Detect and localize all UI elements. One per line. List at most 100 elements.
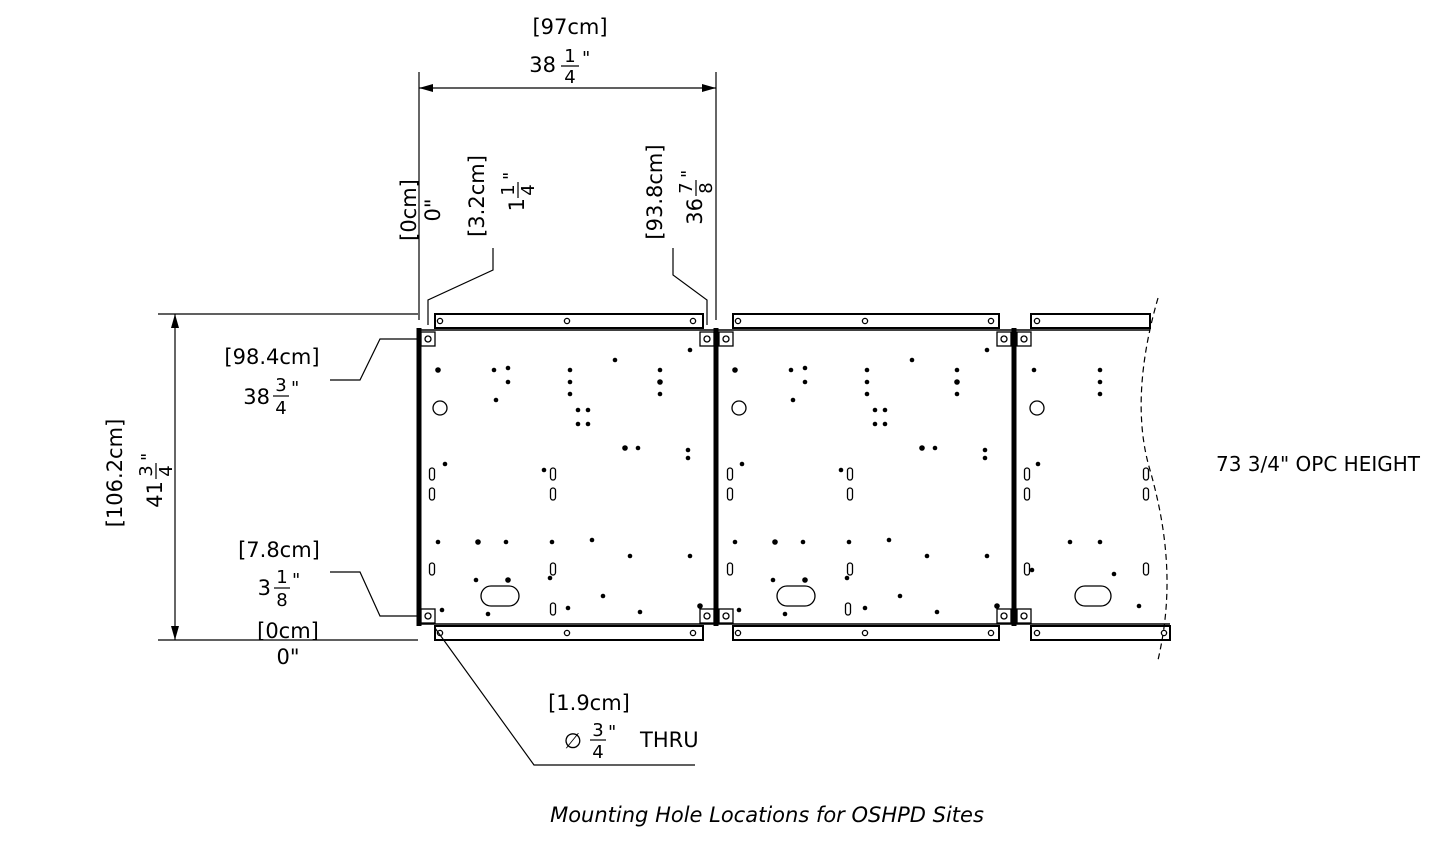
dim-hole-x-num: 7 [676, 182, 697, 193]
pattern-hole [505, 365, 511, 371]
dim-hole-dia-mark: " [608, 722, 616, 743]
pattern-slot [1023, 562, 1031, 576]
rail-hole [563, 629, 571, 637]
pattern-hole [862, 605, 868, 611]
dim-hole-x-metric: [93.8cm] [643, 144, 667, 239]
pattern-hole [687, 553, 693, 559]
pattern-hole [924, 553, 930, 559]
pattern-hole [984, 347, 990, 353]
dim-hole-dia: [1.9cm] ∅ 3 4 " THRU [548, 691, 698, 763]
pattern-hole [547, 575, 553, 581]
pattern-hole [635, 445, 641, 451]
pattern-hole [491, 367, 497, 373]
pattern-slot [846, 487, 854, 501]
pattern-hole [932, 445, 938, 451]
dim-hole-dia-num: 3 [592, 720, 603, 741]
pattern-hole [505, 379, 511, 385]
pattern-slot [549, 467, 557, 481]
dim-hole-bottom-y-metric: [7.8cm] [238, 538, 320, 562]
pattern-slot [846, 562, 854, 576]
dim-hole-top-y: [98.4cm] 38 3 4 " [224, 345, 319, 419]
dim-hole-bottom-y-den: 8 [276, 590, 287, 611]
pattern-hole [541, 467, 547, 473]
pattern-hole [909, 357, 915, 363]
pattern-hole [844, 575, 850, 581]
pattern-hole [1035, 461, 1041, 467]
pattern-hole [567, 367, 573, 373]
rail-hole [861, 629, 869, 637]
dim-hole-top-y-mark: " [291, 378, 299, 399]
pattern-hole [685, 455, 691, 461]
dim-hole-x: [93.8cm] 36 7 8 " [643, 144, 717, 239]
pattern-hole [612, 357, 618, 363]
dim-origin-x-metric: [0cm] [397, 179, 421, 241]
pattern-hole [790, 397, 796, 403]
pattern-hole [886, 537, 892, 543]
pattern-holes [428, 317, 1168, 637]
dim-top-width-mark: " [582, 48, 590, 69]
pattern-hole [687, 347, 693, 353]
dim-top-width: [97cm] 38 1 4 " [529, 15, 607, 88]
pattern-hole [864, 379, 870, 385]
pattern-hole [493, 397, 499, 403]
dim-height: [106.2cm] 41 3 4 " [103, 419, 177, 528]
pattern-slot [1023, 487, 1031, 501]
pattern-slot [1142, 467, 1150, 481]
dim-hole-top-y-whole: 38 [243, 385, 270, 409]
pattern-hole [549, 539, 555, 545]
pattern-hole [589, 537, 595, 543]
pattern-hole [954, 367, 960, 373]
pattern-slot [726, 562, 734, 576]
pattern-hole [567, 379, 573, 385]
pattern-hole [585, 407, 591, 413]
panel-left [416, 313, 719, 641]
dim-hole-x-den: 8 [696, 182, 717, 193]
pattern-hole [982, 447, 988, 453]
pattern-hole [934, 609, 940, 615]
pattern-hole [864, 391, 870, 397]
pattern-hole [736, 607, 742, 613]
dim-offset-x-num: 1 [498, 184, 519, 195]
panel-middle [716, 313, 1017, 641]
dim-height-num: 3 [136, 465, 157, 476]
pattern-slot [1023, 467, 1031, 481]
pattern-hole [439, 607, 445, 613]
pattern-hole [442, 461, 448, 467]
pattern-hole [1067, 539, 1073, 545]
dim-top-width-metric: [97cm] [532, 15, 607, 39]
pattern-hole [575, 421, 581, 427]
pattern-slot [428, 487, 436, 501]
dim-top-width-den: 4 [564, 67, 575, 88]
rail-hole [987, 629, 995, 637]
panel-right-partial [1014, 297, 1171, 661]
pattern-hole [1097, 539, 1103, 545]
dim-origin-y-imperial: 0" [276, 645, 299, 669]
dim-height-whole: 41 [143, 481, 167, 508]
pattern-hole [1029, 567, 1035, 573]
pattern-hole [897, 593, 903, 599]
pattern-hole [565, 605, 571, 611]
pattern-slot [1142, 487, 1150, 501]
dim-hole-bottom-y-whole: 3 [258, 576, 271, 600]
pattern-hole [802, 577, 808, 583]
pattern-hole [505, 577, 511, 583]
dim-offset-x-metric: [3.2cm] [465, 155, 489, 237]
pattern-hole [872, 407, 878, 413]
drawing-caption: Mounting Hole Locations for OSHPD Sites [550, 803, 984, 827]
pattern-hole [637, 609, 643, 615]
pattern-slot [549, 602, 557, 616]
pattern-hole [788, 367, 794, 373]
pattern-hole [657, 391, 663, 397]
pattern-slot [428, 467, 436, 481]
pattern-hole [600, 593, 606, 599]
pattern-hole [982, 455, 988, 461]
pattern-hole [657, 379, 663, 385]
pattern-hole [984, 553, 990, 559]
rail-hole [689, 629, 697, 637]
pattern-slot [844, 602, 852, 616]
dim-height-den: 4 [156, 465, 177, 476]
dim-hole-top-y-den: 4 [275, 398, 286, 419]
rail-hole [734, 317, 742, 325]
rail-hole [1033, 629, 1041, 637]
pattern-hole [954, 379, 960, 385]
